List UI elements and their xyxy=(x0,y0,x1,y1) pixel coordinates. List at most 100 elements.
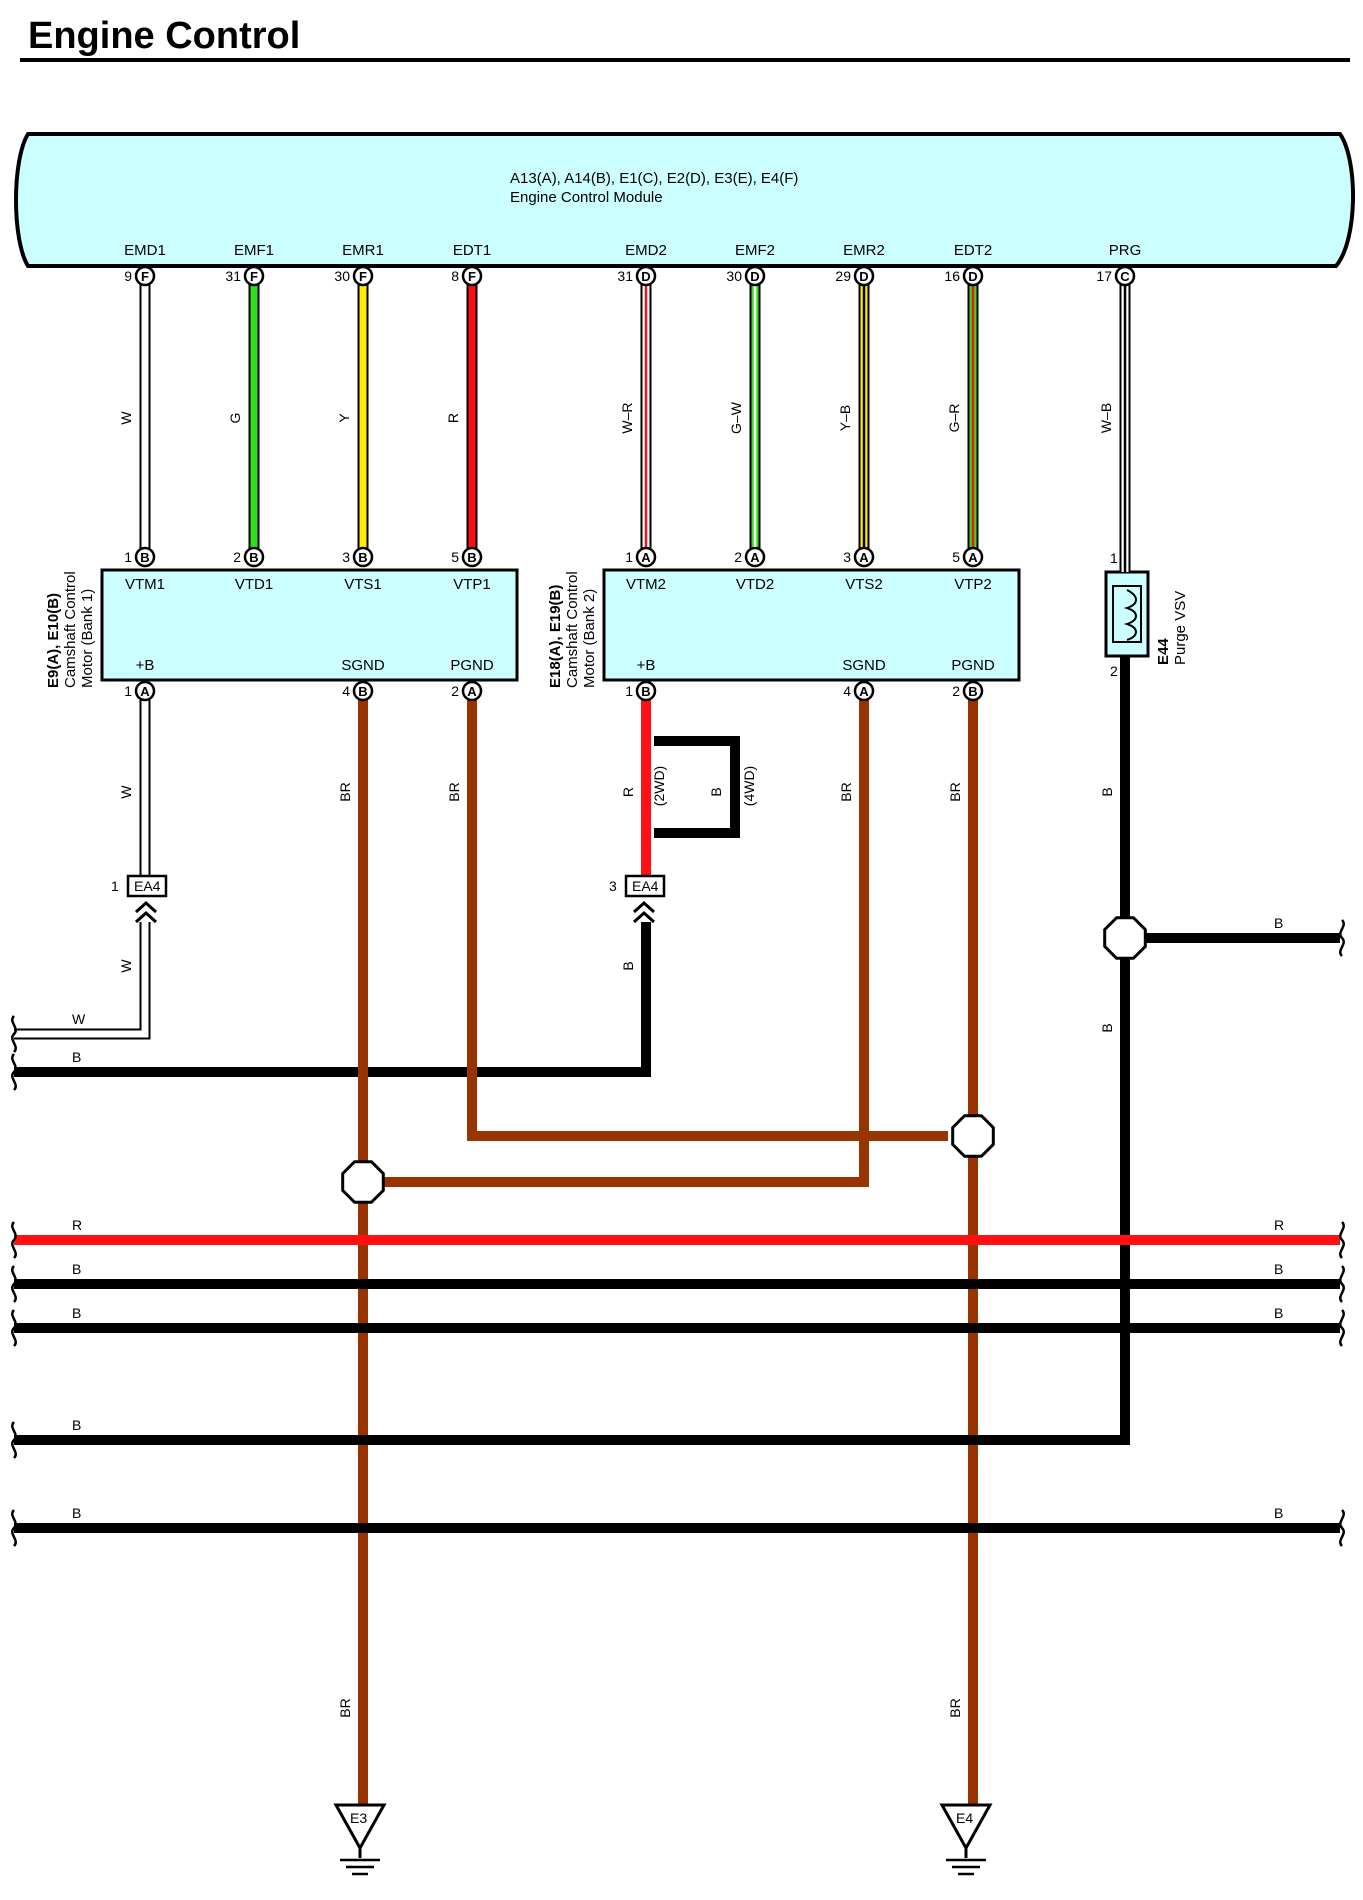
code-m1-sgnd: BR xyxy=(337,782,353,801)
code-ground-e3: BR xyxy=(337,1698,353,1717)
ecm-pin-name-edt2: EDT2 xyxy=(954,242,992,259)
motor2-pin-vtm2-letter: A xyxy=(641,550,651,565)
motor2-bpin-0-letter: B xyxy=(641,684,650,699)
ecm-pin-emf1-num: 31 xyxy=(225,268,241,284)
ecm-pin-emd2 xyxy=(635,265,657,287)
wire-code-upper-1: G xyxy=(227,413,243,424)
ea4-left-pin: 1 xyxy=(111,878,119,894)
motor2-labels: E18(A), E19(B) Camshaft Control Motor (B… xyxy=(547,571,598,688)
motor1-pin-name-vtp1: VTP1 xyxy=(453,576,491,593)
connector-ea4-left xyxy=(126,874,168,898)
motor2-pin-name-vtp2: VTP2 xyxy=(954,576,992,593)
motor2-bpin-1 xyxy=(853,680,875,702)
ecm-id: A13(A), A14(B), E1(C), E2(D), E3(E), E4(… xyxy=(510,170,798,187)
camshaft-motor-bank1 xyxy=(100,568,519,682)
motor1-pin-vtp1 xyxy=(461,546,483,568)
ecm-pin-prg-num: 17 xyxy=(1096,268,1112,284)
ecm-pin-edt2-letter: D xyxy=(968,269,977,284)
vsv-out-wire xyxy=(14,656,1130,1445)
code-m2-alt: B xyxy=(708,787,724,796)
m2-vb-4wd xyxy=(654,736,740,838)
bus-4-code-left: B xyxy=(72,1505,81,1521)
motor1-pin-vts1-num: 3 xyxy=(342,549,350,565)
break-bus-0-left xyxy=(11,1221,17,1259)
ecm-pin-emd1 xyxy=(134,265,156,287)
bus-4-code-right: B xyxy=(1274,1505,1283,1521)
ecm-pin-name-prg: PRG xyxy=(1109,242,1142,259)
ground-e3: E3 xyxy=(333,1803,387,1876)
vsv-pin-bottom: 2 xyxy=(1110,663,1118,679)
ea4-right-chevron-icon xyxy=(632,900,656,924)
camshaft-motor-bank2 xyxy=(602,568,1021,682)
ecm-pin-name-emr1: EMR1 xyxy=(342,242,384,259)
motor1-pin-vtd1 xyxy=(243,546,265,568)
motor2-pin-vtd2-letter: A xyxy=(750,550,760,565)
break-bus-4-left xyxy=(11,1509,17,1547)
motor1-pin-vtp1-num: 5 xyxy=(451,549,459,565)
ecm-pin-name-emd1: EMD1 xyxy=(124,242,166,259)
motor2-bpin-2-num: 2 xyxy=(952,683,960,699)
motor2-pin-vts2-num: 3 xyxy=(843,549,851,565)
motor2-pin-name-vts2: VTS2 xyxy=(845,576,883,593)
page-title: Engine Control xyxy=(28,15,300,57)
connector-ea4-right xyxy=(624,874,666,898)
ecm-pin-emd2-num: 31 xyxy=(617,268,633,284)
break-left-b xyxy=(11,1053,17,1091)
motor2-pin-vtp2-letter: A xyxy=(968,550,978,565)
ecm-pin-emf1 xyxy=(243,265,265,287)
motor1-pin-vtd1-letter: B xyxy=(249,550,258,565)
break-bus-3-left xyxy=(11,1421,17,1459)
bus-2-code-left: B xyxy=(72,1305,81,1321)
wire-code-upper-8: W–B xyxy=(1098,403,1114,433)
motor1-labels: E9(A), E10(B) Camshaft Control Motor (Ba… xyxy=(45,571,96,688)
motor1-pin-vts1-letter: B xyxy=(358,550,367,565)
ecm-pin-name-emf1: EMF1 xyxy=(234,242,274,259)
code-left-bus-w: W xyxy=(72,1011,86,1027)
motor1-pin-name-vts1: VTS1 xyxy=(344,576,382,593)
break-bus-1-left xyxy=(11,1265,17,1303)
ecm-pin-emf2-num: 30 xyxy=(726,268,742,284)
ecm-pin-emd1-num: 9 xyxy=(124,268,132,284)
ground-e4: E4 xyxy=(939,1803,993,1876)
ecm-pin-edt2-num: 16 xyxy=(944,268,960,284)
motor2-pin-vtm2-num: 1 xyxy=(625,549,633,565)
ecm-pin-name-emd2: EMD2 xyxy=(625,242,667,259)
break-bus-0-right xyxy=(1339,1221,1345,1259)
ecm-pin-emr2-letter: D xyxy=(859,269,868,284)
motor2-pin-vtm2 xyxy=(635,546,657,568)
pins: F9EMD1F31EMF1F30EMR1F8EDT1D31EMD2D30EMF2… xyxy=(124,242,1142,702)
motor2-bpin-name-1: SGND xyxy=(842,657,886,674)
motor2-bpin-name-2: PGND xyxy=(951,657,995,674)
motor2-pin-name-vtm2: VTM2 xyxy=(626,576,666,593)
motor2-bpin-2-letter: B xyxy=(968,684,977,699)
motor1-bpin-name-0: +B xyxy=(136,657,155,674)
motor1-bpin-0-num: 1 xyxy=(124,683,132,699)
ground-e3-label: E3 xyxy=(350,1810,367,1826)
ecm-pin-edt2 xyxy=(962,265,984,287)
bus-2-code-right: B xyxy=(1274,1305,1283,1321)
motor1-bpin-1-num: 4 xyxy=(342,683,350,699)
code-m2-2wd: (2WD) xyxy=(651,766,667,806)
motor2-id: E18(A), E19(B) xyxy=(547,585,564,688)
ecm-pin-prg-letter: C xyxy=(1120,269,1130,284)
motor1-pin-vtp1-letter: B xyxy=(467,550,476,565)
motor2-name-line1: Camshaft Control xyxy=(564,571,581,688)
motor1-bpin-name-2: PGND xyxy=(450,657,494,674)
motor2-pin-vtd2-num: 2 xyxy=(734,549,742,565)
motor1-bpin-0 xyxy=(134,680,156,702)
bus-1-code-right: B xyxy=(1274,1261,1283,1277)
wire-code-upper-0: W xyxy=(118,411,134,425)
code-m1-pgnd: BR xyxy=(446,782,462,801)
vsv-frame xyxy=(1112,585,1142,643)
break-bus-4-right xyxy=(1339,1509,1345,1547)
code-ground-e4: BR xyxy=(947,1698,963,1717)
ecm-pin-emr2-num: 29 xyxy=(835,268,851,284)
motor1-bpin-1-letter: B xyxy=(358,684,367,699)
ecm-pin-edt1 xyxy=(461,265,483,287)
ea4-right-pin: 3 xyxy=(609,878,617,894)
wire-code-upper-5: G–W xyxy=(728,401,744,434)
splice-pgnd xyxy=(951,1114,995,1158)
motor2-pin-vts2-letter: A xyxy=(859,550,869,565)
m2-sgnd-wire xyxy=(382,700,869,1187)
break-bus-2-left xyxy=(11,1309,17,1347)
